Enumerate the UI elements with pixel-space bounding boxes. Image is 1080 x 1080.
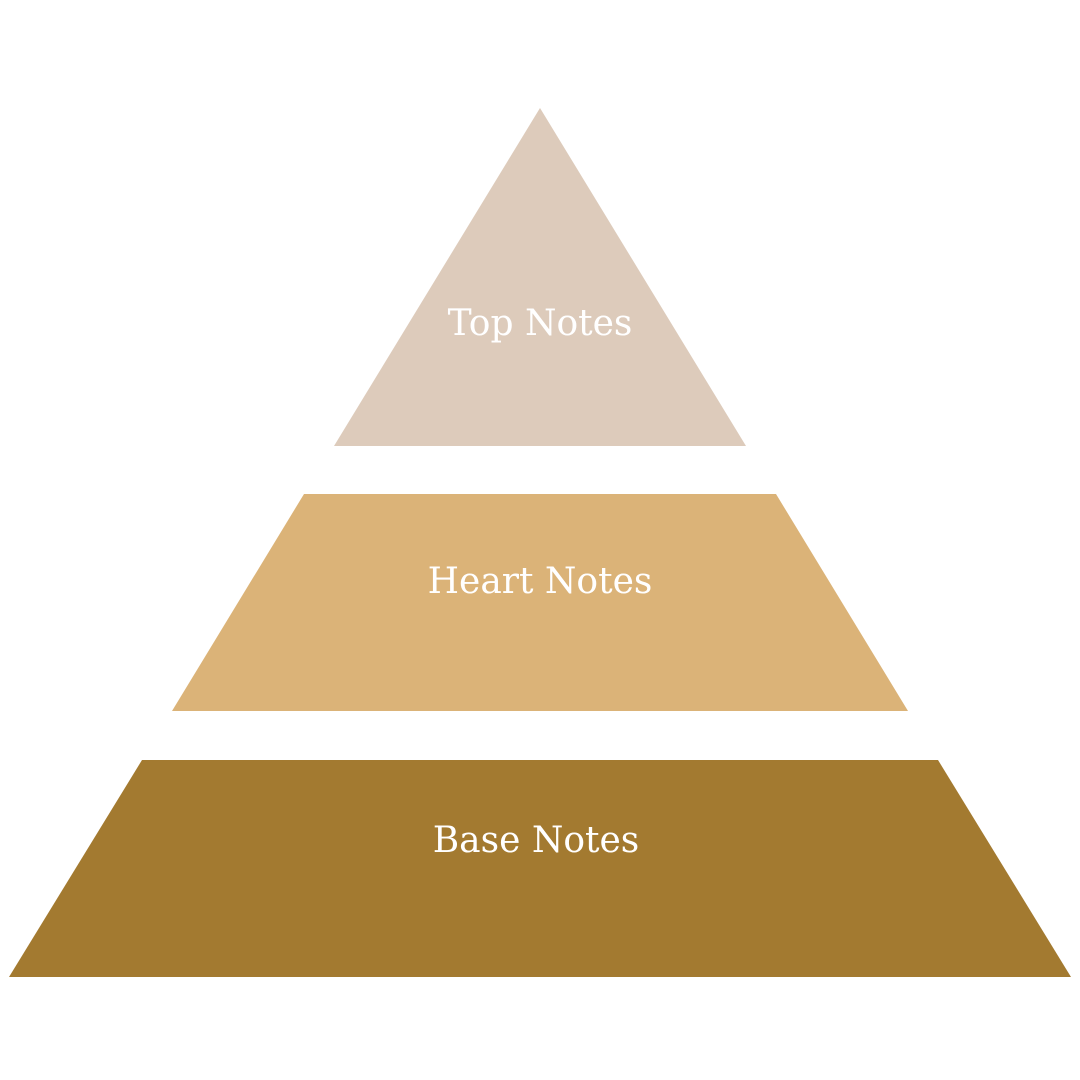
base-notes-label: Base Notes	[433, 820, 640, 861]
heart-notes-label: Heart Notes	[428, 561, 653, 602]
base-notes-tier	[9, 760, 1071, 977]
top-notes-tier	[334, 108, 746, 446]
heart-notes-tier	[172, 494, 908, 711]
top-notes-label: Top Notes	[448, 303, 633, 344]
